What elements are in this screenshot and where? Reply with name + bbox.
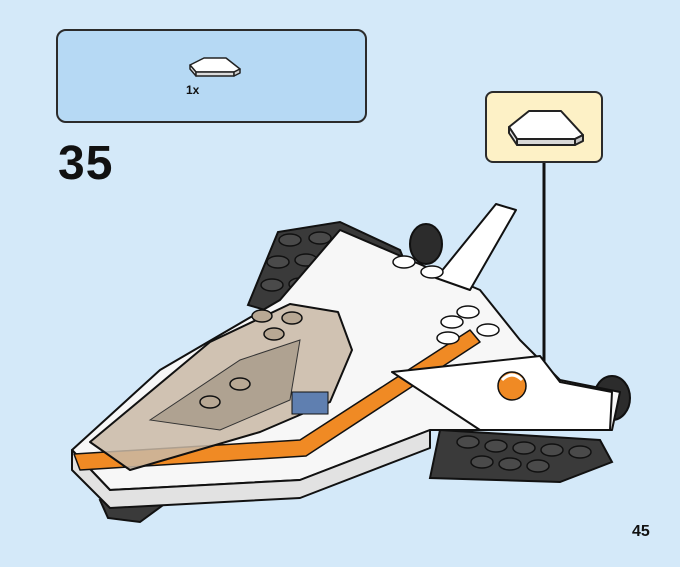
parts-list-box: 1x	[56, 29, 367, 123]
cockpit-canopy	[89, 303, 353, 471]
wedge-plate-icon	[508, 110, 584, 146]
hull-studs	[392, 255, 500, 345]
wedge-plate-icon	[189, 57, 241, 77]
step-number: 35	[58, 137, 114, 190]
part-callout-box	[485, 91, 603, 163]
page-number: 45	[632, 523, 650, 540]
part-quantity: 1x	[186, 83, 200, 97]
